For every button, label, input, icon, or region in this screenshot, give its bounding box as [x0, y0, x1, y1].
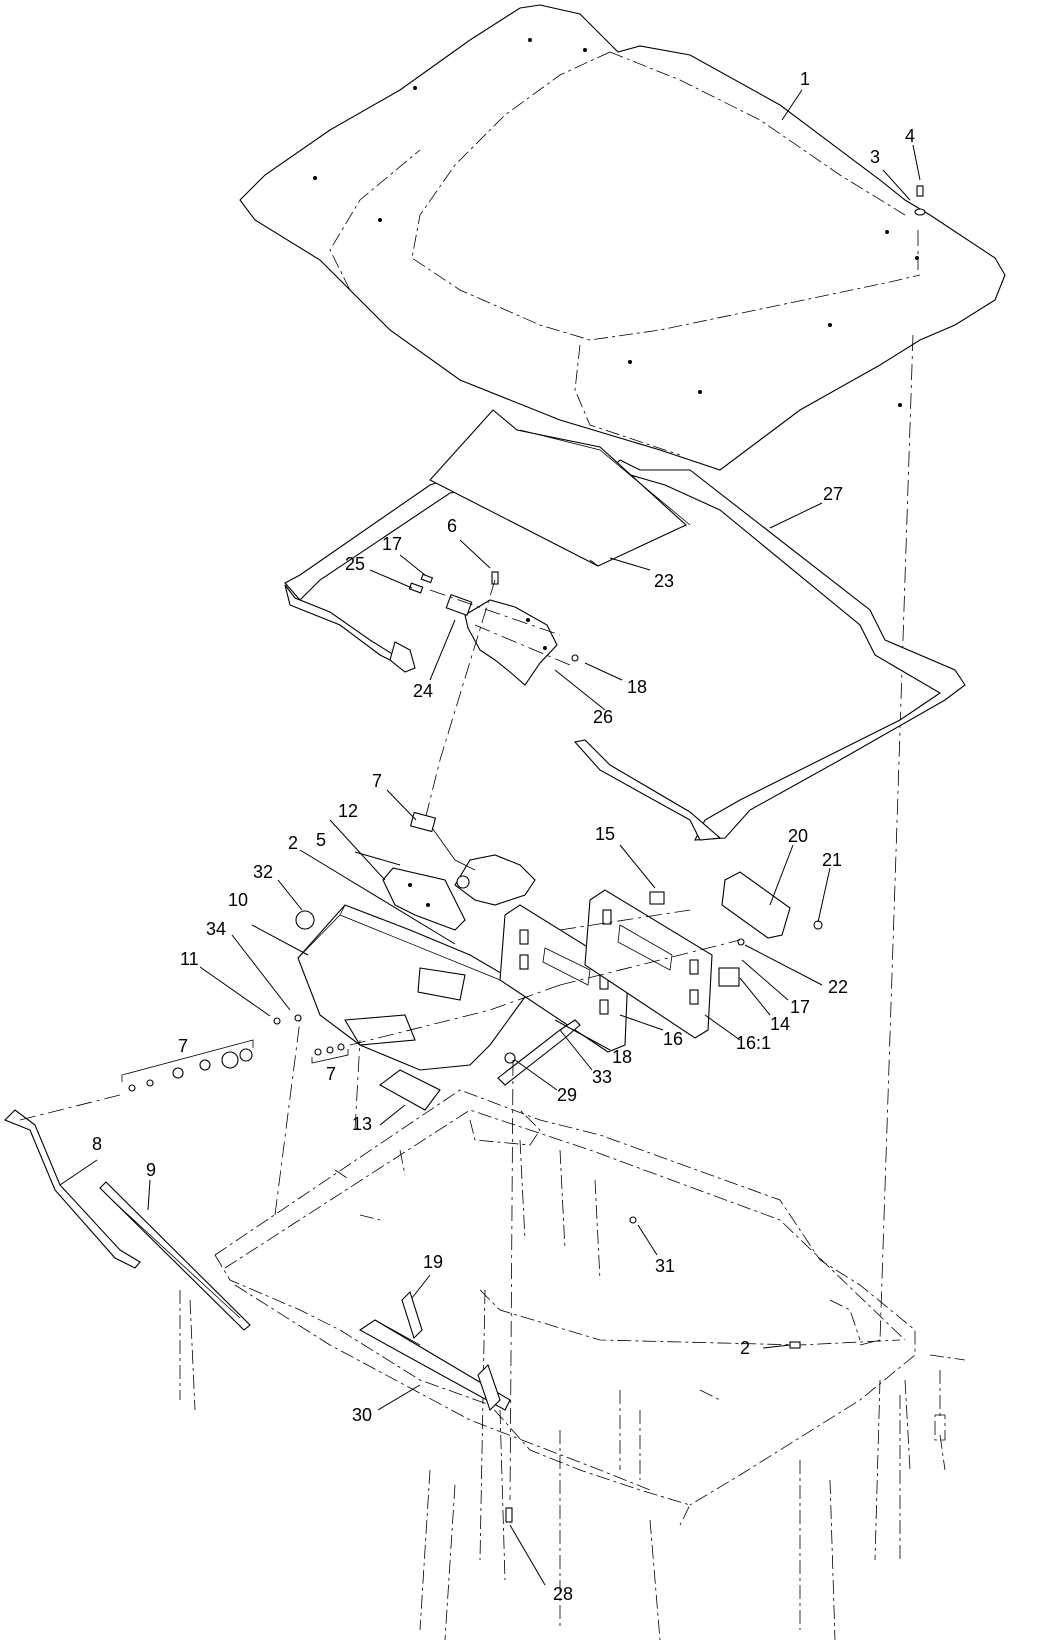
callout-27: 27 — [823, 484, 843, 504]
cover-plate — [721, 871, 823, 946]
callout-7: 7 — [372, 771, 382, 791]
callout-3: 3 — [870, 147, 880, 167]
callout-23: 23 — [654, 571, 674, 591]
callout-22: 22 — [828, 977, 848, 997]
callout-16: 16 — [663, 1029, 683, 1049]
callout-24: 24 — [413, 681, 433, 701]
dome-light — [378, 1069, 441, 1111]
clip — [789, 1341, 801, 1349]
washer-and-bolt — [914, 185, 926, 216]
mounting-bar — [497, 1019, 581, 1086]
callout-30: 30 — [352, 1405, 372, 1425]
callout-1: 1 — [800, 69, 810, 89]
callout-5: 5 — [316, 830, 326, 850]
trim-strip — [358, 1319, 511, 1411]
callout-12: 12 — [338, 801, 358, 821]
rocker-switch — [718, 967, 740, 987]
wiper-hardware — [121, 1014, 349, 1092]
callout-18b: 18 — [612, 1047, 632, 1067]
callout-7b: 7 — [178, 1036, 188, 1056]
callout-10: 10 — [228, 890, 248, 910]
callout-19: 19 — [423, 1252, 443, 1272]
leader-lines — [59, 89, 921, 1586]
wiper-blade — [99, 1181, 251, 1331]
callout-labels: 1 4 3 27 6 17 25 23 18 24 26 7 12 5 2 32… — [92, 69, 915, 1604]
callout-9: 9 — [146, 1160, 156, 1180]
callout-25: 25 — [345, 554, 365, 574]
wiper-arm — [4, 1109, 141, 1269]
headliner-panel — [429, 409, 691, 567]
callout-6: 6 — [447, 516, 457, 536]
callout-33: 33 — [592, 1067, 612, 1087]
callout-34: 34 — [206, 919, 226, 939]
callout-16-1: 16:1 — [736, 1033, 771, 1053]
callout-21: 21 — [822, 850, 842, 870]
callout-18: 18 — [627, 677, 647, 697]
motor-mount-plate — [382, 867, 466, 931]
callout-17b: 17 — [790, 997, 810, 1017]
callout-8: 8 — [92, 1134, 102, 1154]
switch-and-connector — [408, 571, 579, 662]
foam-block — [401, 1290, 501, 1412]
callout-14: 14 — [770, 1014, 790, 1034]
callout-31: 31 — [655, 1256, 675, 1276]
callout-2b: 2 — [740, 1338, 750, 1358]
callout-15: 15 — [595, 824, 615, 844]
callout-13: 13 — [352, 1114, 372, 1134]
console-housing — [295, 904, 531, 1071]
callout-28: 28 — [553, 1584, 573, 1604]
small-switch — [649, 891, 665, 905]
screw — [629, 1216, 637, 1224]
cab-frame — [179, 1089, 966, 1641]
callout-11: 11 — [180, 949, 199, 969]
roof-cover — [239, 4, 1006, 471]
callout-4: 4 — [905, 126, 915, 146]
bolt — [505, 1507, 513, 1523]
switch-plate-16-1 — [584, 889, 713, 1039]
callout-20: 20 — [788, 826, 808, 846]
callout-32: 32 — [253, 862, 273, 882]
callout-29: 29 — [557, 1085, 577, 1105]
callout-17: 17 — [382, 534, 402, 554]
wiper-motor — [409, 811, 536, 906]
callout-2: 2 — [288, 833, 298, 853]
motor-bracket — [464, 599, 558, 686]
callout-26: 26 — [593, 707, 613, 727]
headliner-frame — [284, 459, 966, 841]
callout-7c: 7 — [326, 1064, 336, 1084]
